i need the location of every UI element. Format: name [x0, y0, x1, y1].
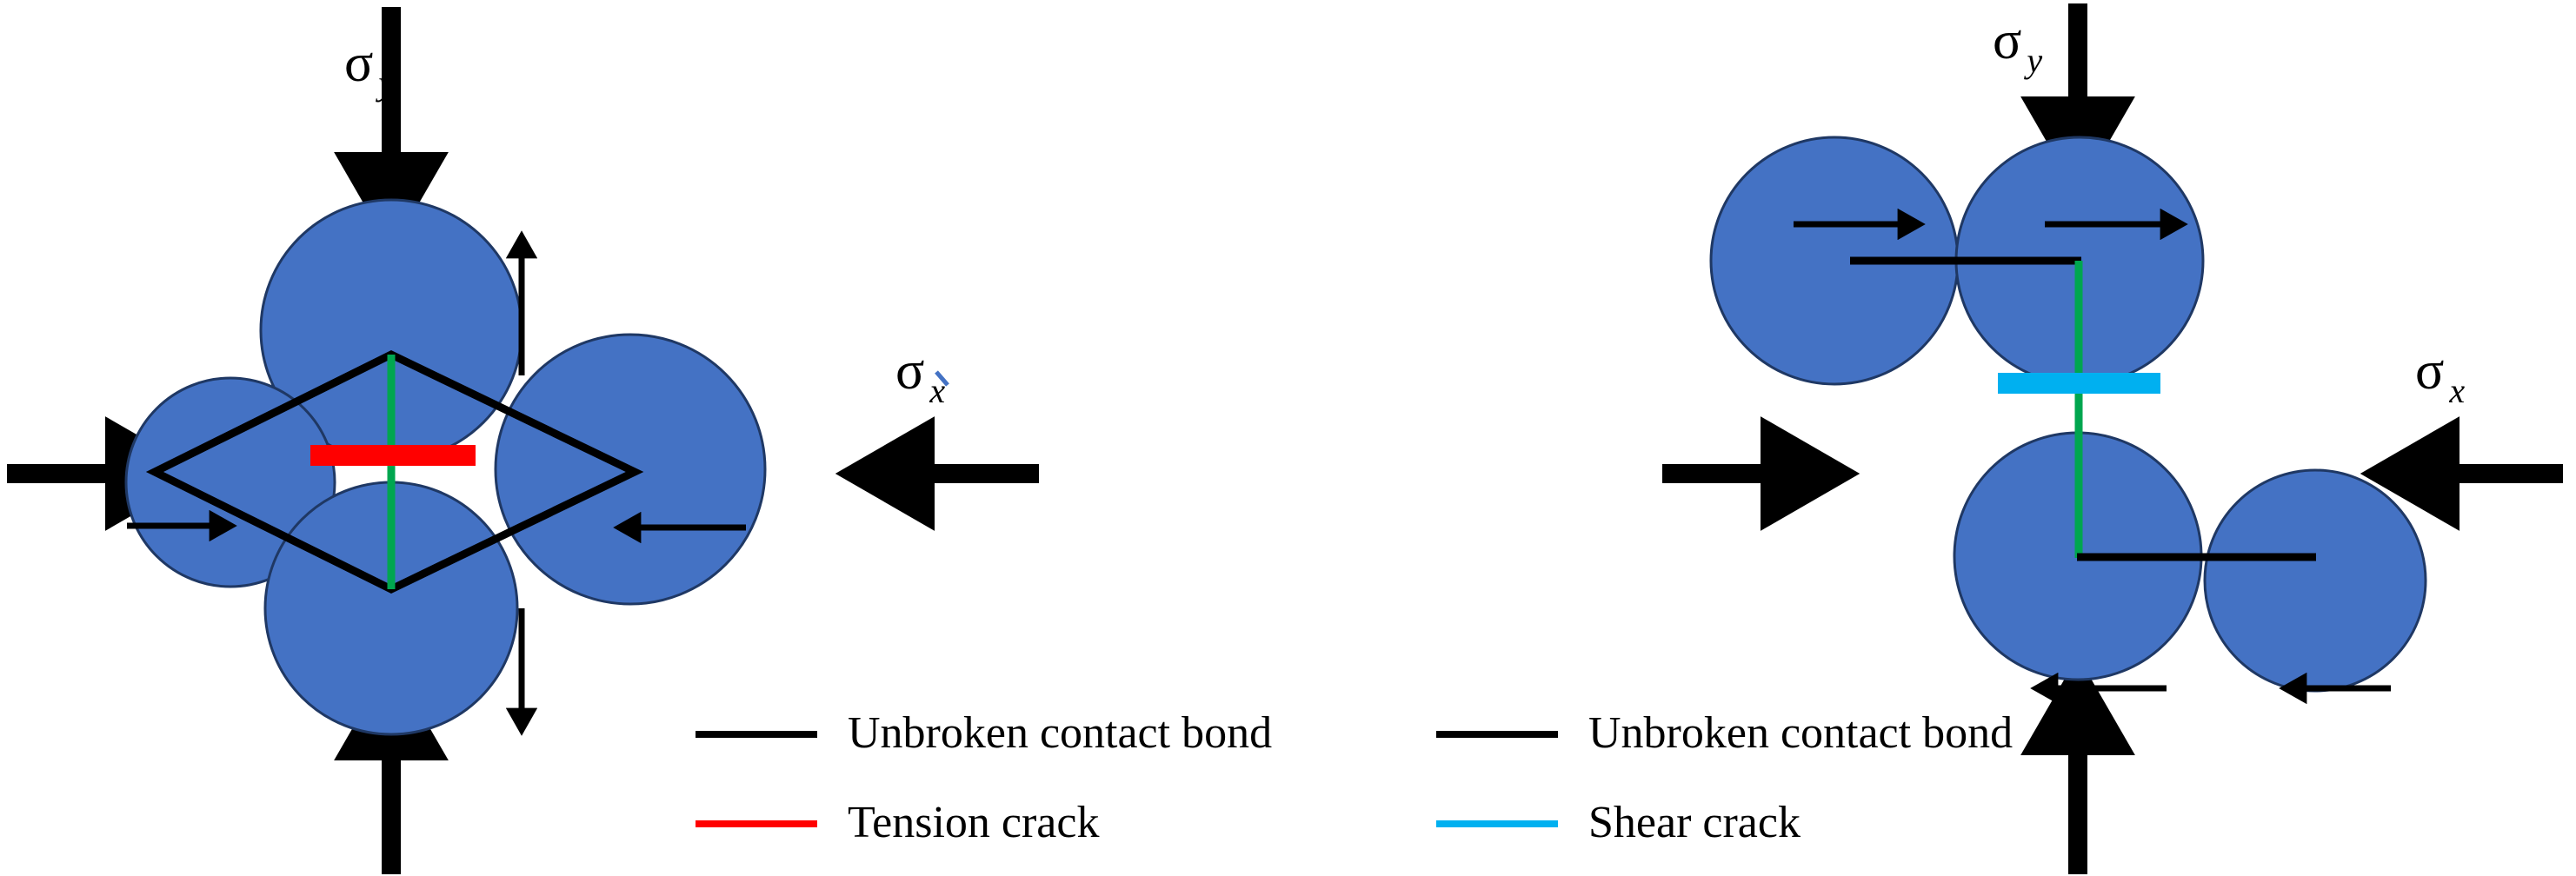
right-sigma-y-subscript: y: [2027, 41, 2043, 80]
legend-right-label-shear-crack: Shear crack: [1588, 798, 1801, 847]
right-sigma-x-symbol: σ: [2415, 342, 2445, 401]
legend-swatches: [696, 731, 1558, 827]
left-motion-arrows: [127, 230, 746, 736]
legend-right-label-unbroken-bond: Unbroken contact bond: [1588, 708, 2014, 758]
left-sigma-y-subscript: y: [378, 63, 395, 103]
legend-left-label-unbroken-bond: Unbroken contact bond: [848, 708, 1273, 758]
left-sigma-y-symbol: σ: [344, 34, 374, 93]
particle-right-lower-right: [2203, 468, 2427, 693]
right-sigma-x-subscript: x: [2449, 371, 2466, 410]
legend-left-label-tension-crack: Tension crack: [848, 798, 1100, 847]
left-sigma-x-subscript: x: [929, 371, 946, 410]
left-sigma-x-tick-icon: [935, 370, 949, 387]
left-panel: [7, 7, 1039, 874]
right-panel: [1662, 3, 2563, 874]
left-stress-arrows: [7, 7, 1039, 874]
right-motion-arrows: [1794, 208, 2391, 705]
right-sigma-y-symbol: σ: [1993, 11, 2022, 70]
left-sigma-x-symbol: σ: [895, 342, 925, 401]
right-bond-network: [1850, 256, 2316, 561]
right-stress-arrows: [1662, 3, 2563, 874]
right-particles: [1709, 136, 2427, 693]
left-particles: [124, 198, 767, 736]
